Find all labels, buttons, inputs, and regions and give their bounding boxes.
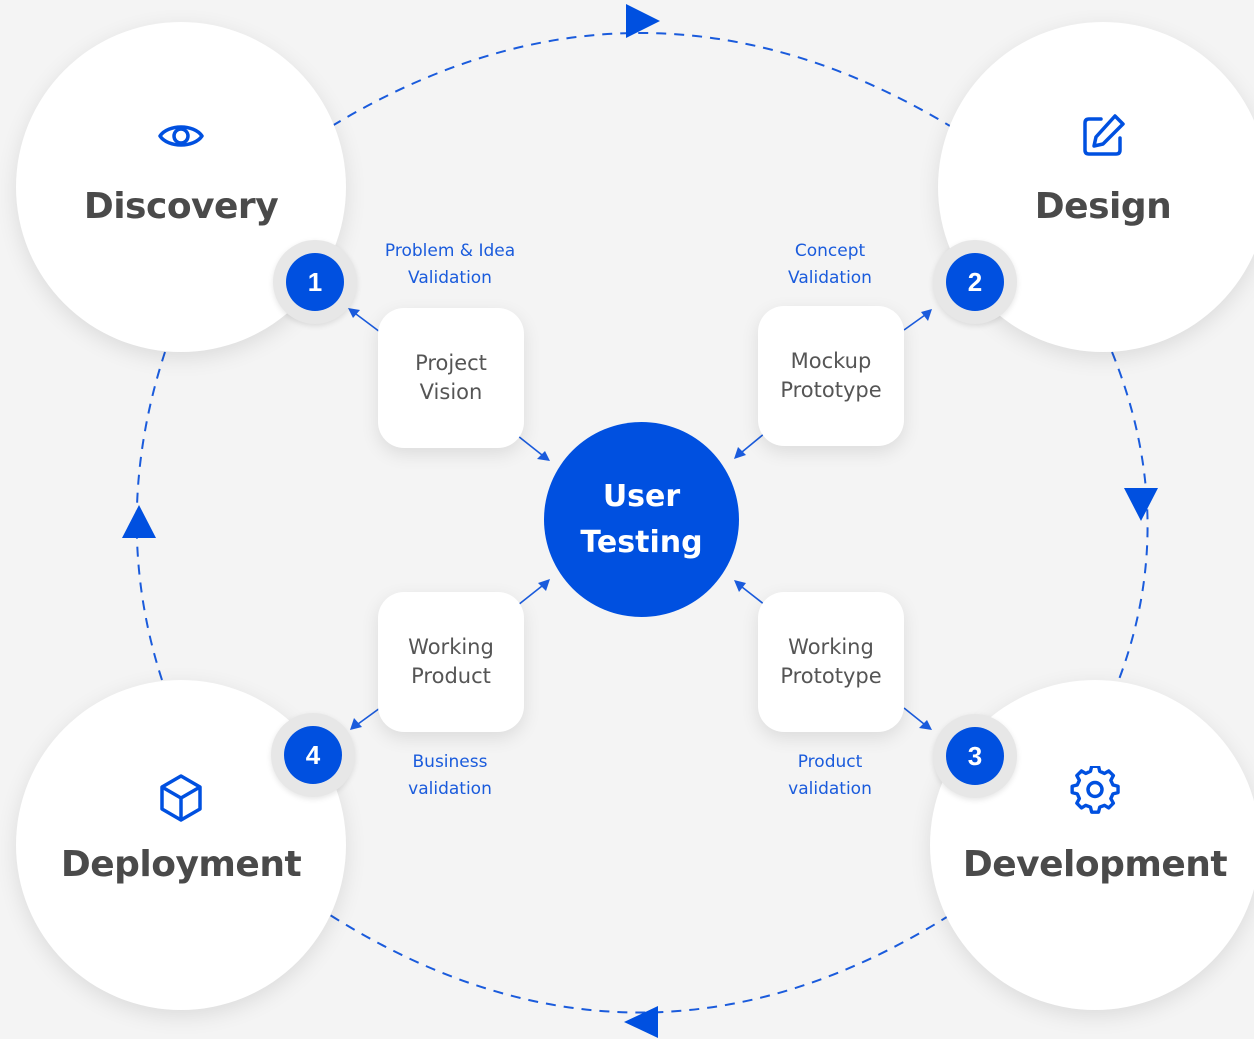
cycle-arrow-left — [624, 1006, 658, 1038]
note-line: Product — [797, 752, 863, 772]
center-line: User — [602, 478, 681, 514]
center-user-testing: User Testing — [544, 422, 739, 617]
cycle-arc-bottom — [329, 914, 951, 1014]
cycle-arc-right — [1111, 351, 1149, 683]
eye-icon — [158, 125, 204, 147]
connector-card3-to-center — [741, 586, 766, 606]
connector-card3-to-badge3 — [903, 707, 925, 725]
phase-title: Deployment — [60, 844, 302, 885]
cycle-arrow-up — [122, 505, 156, 538]
card-line: Vision — [419, 380, 483, 404]
connector-card2-to-badge2 — [903, 314, 926, 331]
connector-card2-to-center — [741, 432, 766, 453]
phase-title: Discovery — [83, 186, 279, 227]
note-line: Validation — [408, 268, 492, 288]
card-line: Mockup — [790, 349, 872, 373]
note-line: validation — [788, 779, 872, 799]
card-line: Prototype — [780, 664, 882, 688]
arrowhead — [537, 451, 550, 461]
connector-card1-to-center — [517, 435, 543, 456]
note-line: Concept — [794, 241, 866, 261]
step-number: 2 — [946, 253, 1004, 311]
card-line: Product — [411, 664, 491, 688]
step-badge-4: 4 — [271, 713, 355, 797]
arrowhead — [348, 308, 360, 318]
card-line: Project — [415, 351, 487, 375]
note-product-validation: Product validation — [730, 749, 930, 803]
arrowhead — [921, 309, 932, 321]
card-line: Working — [408, 635, 494, 659]
cycle-arrow-down — [1124, 488, 1158, 521]
card-line: Working — [788, 635, 874, 659]
connector-card1-to-badge1 — [355, 313, 381, 333]
note-concept-validation: Concept Validation — [730, 238, 930, 292]
gear-icon — [1070, 766, 1120, 814]
cycle-arc-top — [331, 32, 951, 127]
note-business-validation: Business validation — [350, 749, 550, 803]
card-working-prototype: Working Prototype — [758, 592, 904, 732]
step-badge-3: 3 — [933, 714, 1017, 798]
arrowhead — [350, 718, 362, 730]
card-project-vision: Project Vision — [378, 308, 524, 448]
connector-card4-to-badge4 — [357, 707, 381, 725]
note-line: Problem & Idea — [384, 241, 516, 261]
note-line: Business — [412, 752, 488, 772]
connector-card4-to-center — [517, 585, 543, 606]
arrowhead — [919, 720, 932, 730]
card-mockup-prototype: Mockup Prototype — [758, 306, 904, 446]
arrowhead — [734, 580, 746, 592]
card-line: Prototype — [780, 378, 882, 402]
cycle-arrow-right — [626, 4, 660, 38]
note-line: validation — [408, 779, 492, 799]
step-number: 1 — [286, 253, 344, 311]
note-problem-idea-validation: Problem & Idea Validation — [350, 238, 550, 292]
step-number: 4 — [284, 726, 342, 784]
arrowhead — [538, 579, 550, 591]
step-badge-2: 2 — [933, 240, 1017, 324]
step-badge-1: 1 — [273, 240, 357, 324]
note-line: Validation — [788, 268, 872, 288]
edit-icon — [1083, 114, 1125, 156]
step-number: 3 — [946, 727, 1004, 785]
phase-title: Development — [962, 844, 1228, 885]
phase-title: Design — [1034, 186, 1172, 227]
center-line: Testing — [580, 524, 703, 560]
card-working-product: Working Product — [378, 592, 524, 732]
arrowhead — [734, 447, 746, 459]
box-icon — [160, 774, 202, 822]
